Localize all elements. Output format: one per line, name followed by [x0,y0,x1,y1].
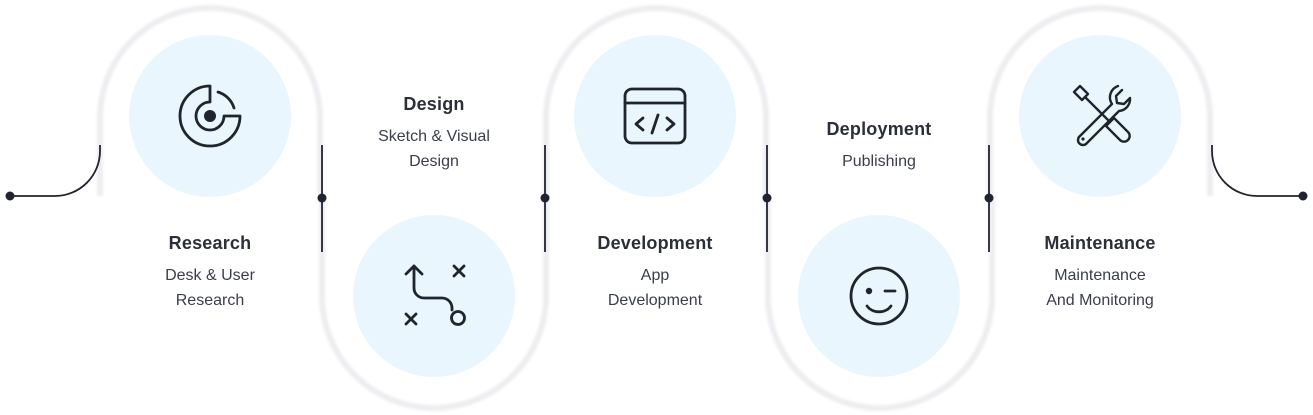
step-title: Deployment [826,119,932,139]
step-maintenance: Maintenance Maintenance And Monitoring [1000,231,1200,313]
step-title: Research [168,233,252,253]
subtitle-line: Design [409,153,459,170]
step-design: Design Sketch & Visual Design [334,92,534,174]
subtitle-line: Research [175,292,245,309]
wink-smiley-icon [849,266,909,326]
step-deployment: Deployment Publishing [779,117,979,174]
dot-1 [317,193,327,203]
connector-left [10,145,101,197]
route-path-icon [404,264,466,326]
step-subtitle: Desk & User Research [110,263,310,313]
wrench-screwdriver-icon [1072,84,1132,147]
subtitle-line: Desk & User [165,267,255,284]
step-subtitle: Maintenance And Monitoring [1000,263,1200,313]
dot-end [1298,191,1308,201]
circle-design [353,215,515,377]
step-subtitle: App Development [555,263,755,313]
ring-design [319,196,549,411]
dot-2 [540,193,550,203]
step-subtitle: Publishing [779,149,979,174]
subtitle-line: Maintenance [1054,267,1146,284]
code-window-icon [623,87,687,145]
step-title: Development [597,233,713,253]
dot-3 [762,193,772,203]
subtitle-line: Publishing [842,153,916,170]
connector-dots [5,191,1308,203]
radar-icon [178,84,242,148]
ring-deployment [765,196,995,411]
dot-4 [984,193,994,203]
dot-start [5,191,15,201]
step-development: Development App Development [555,231,755,313]
subtitle-line: App [640,267,670,284]
subtitle-line: And Monitoring [1046,292,1154,309]
step-title: Maintenance [1044,233,1156,253]
step-title: Design [403,94,465,114]
subtitle-line: Sketch & Visual [378,128,490,145]
connector-right [1211,145,1303,197]
step-research: Research Desk & User Research [110,231,310,313]
outer-rings [97,5,1213,411]
ring-development [543,5,769,196]
ring-research [97,5,323,196]
subtitle-line: Development [607,292,703,309]
icon-circles [129,35,1181,377]
ring-maintenance [987,5,1213,196]
circle-deployment [798,215,960,377]
circle-development [574,35,736,197]
step-subtitle: Sketch & Visual Design [334,124,534,174]
